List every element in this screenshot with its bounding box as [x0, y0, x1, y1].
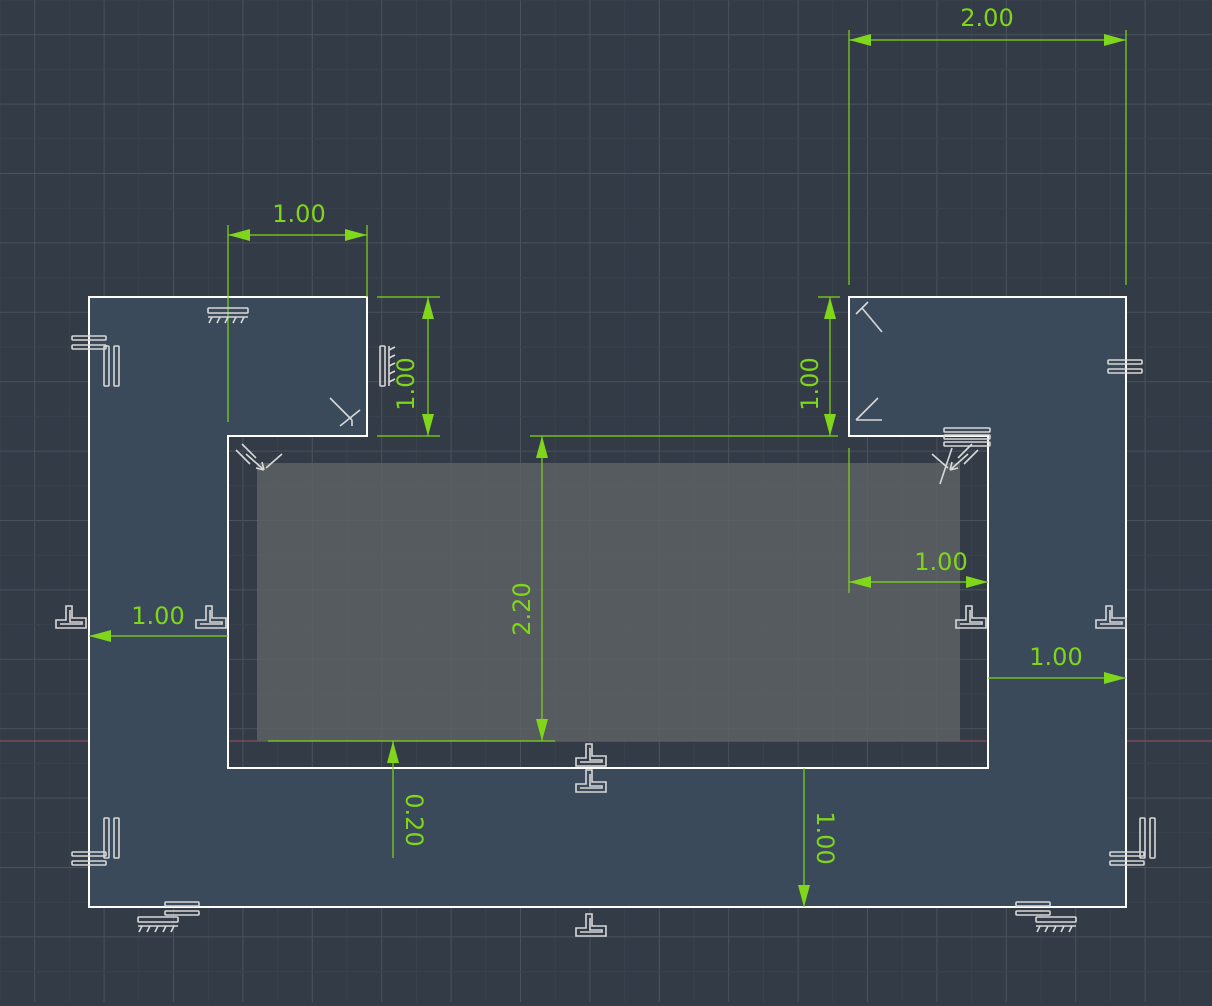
dimension-labels: 2.00 1.00 1.00 1.00 2.20 1.00 1.00 1.00 …: [131, 4, 1082, 865]
parallel-constraint-icon[interactable]: [1015, 901, 1051, 916]
coincident-constraint-icon[interactable]: [575, 913, 607, 937]
dimension-arrowhead: [228, 229, 250, 241]
parallel-constraint-icon[interactable]: [164, 901, 200, 916]
dimension-arrowhead: [1104, 672, 1126, 684]
vertical-constraint-icon[interactable]: [379, 345, 396, 387]
dimension-arrowhead: [536, 436, 548, 458]
perpendicular-constraint-icon[interactable]: [855, 301, 883, 333]
parallel-constraint-icon[interactable]: [71, 851, 107, 866]
dim-left-wall-label[interactable]: 1.00: [131, 602, 184, 630]
dim-bottom-thickness-label[interactable]: 1.00: [811, 811, 839, 864]
dim-inner-height-label[interactable]: 2.20: [508, 582, 536, 635]
coincident-constraint-icon[interactable]: [1095, 605, 1127, 629]
dimension-arrowhead: [966, 576, 988, 588]
sketch-profile[interactable]: [88, 296, 1127, 908]
dimension-arrowhead: [849, 34, 871, 46]
dim-top-right-width-label[interactable]: 2.00: [960, 4, 1013, 32]
dimension-arrowhead: [387, 741, 399, 763]
constraint-glyphs: [55, 301, 1156, 937]
perpendicular-constraint-icon[interactable]: [855, 397, 882, 421]
dimension-arrowhead: [798, 885, 810, 907]
dim-right-wall-top-label[interactable]: 1.00: [914, 548, 967, 576]
dim-right-notch-height-label[interactable]: 1.00: [796, 357, 824, 410]
fix-constraint-icon[interactable]: [931, 443, 979, 485]
parallel-constraint-icon[interactable]: [1109, 851, 1145, 866]
horizontal-constraint-icon[interactable]: [1035, 916, 1077, 933]
dimension-arrowhead: [345, 229, 367, 241]
inner-shaded-region[interactable]: [257, 463, 960, 741]
coincident-constraint-icon[interactable]: [55, 605, 87, 629]
dim-right-wall-label[interactable]: 1.00: [1029, 643, 1082, 671]
equal-constraint-icon[interactable]: [943, 427, 991, 447]
horizontal-constraint-icon[interactable]: [207, 307, 249, 324]
dim-top-left-width-label[interactable]: 1.00: [272, 200, 325, 228]
vertical-constraint-icon[interactable]: [103, 817, 120, 859]
dimension-arrowhead: [1104, 34, 1126, 46]
dimension-layer: [89, 30, 1127, 907]
dimension-arrowhead: [824, 297, 836, 319]
dimension-arrowhead: [89, 630, 111, 642]
dimension-arrowhead: [849, 576, 871, 588]
coincident-constraint-icon[interactable]: [955, 605, 987, 629]
parallel-constraint-icon[interactable]: [71, 335, 107, 350]
dimension-arrowhead: [422, 297, 434, 319]
vertical-constraint-icon[interactable]: [1139, 817, 1156, 859]
dimension-arrowhead: [824, 414, 836, 436]
fix-constraint-icon[interactable]: [235, 443, 283, 471]
coincident-constraint-icon[interactable]: [575, 743, 607, 793]
dimension-arrowhead: [536, 719, 548, 741]
coincident-constraint-icon[interactable]: [195, 605, 227, 629]
horizontal-constraint-icon[interactable]: [137, 916, 179, 933]
perpendicular-constraint-icon[interactable]: [329, 397, 361, 427]
dimension-arrowhead: [422, 414, 434, 436]
equal-constraint-icon[interactable]: [1107, 359, 1143, 374]
dim-bottom-gap-label[interactable]: 0.20: [400, 793, 428, 846]
dimension-arrowheads: [89, 34, 1126, 907]
dim-left-notch-height-label[interactable]: 1.00: [392, 357, 420, 410]
